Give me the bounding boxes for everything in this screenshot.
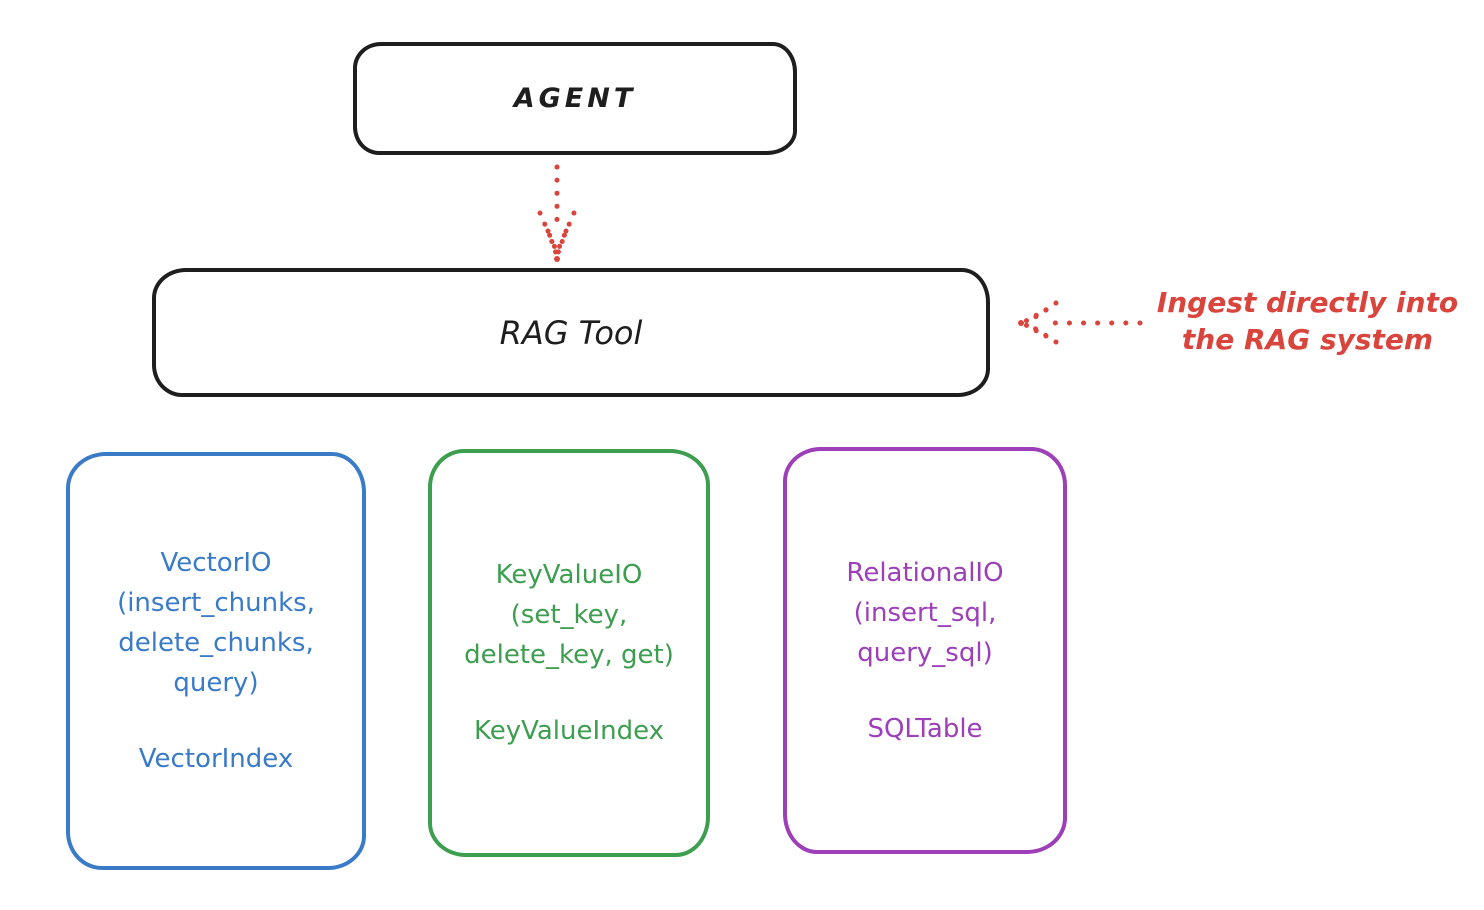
ingest-annotation: Ingest directly into the RAG system xyxy=(1156,286,1459,356)
relational-io-box: RelationalIO (insert_sql, query_sql) SQL… xyxy=(783,447,1067,854)
keyvalue-io-text: KeyValueIO (set_key, delete_key, get) xyxy=(464,560,674,670)
agent-to-rag-arrow xyxy=(537,164,577,262)
rag-tool-box: RAG Tool xyxy=(152,268,990,397)
vector-io-box: VectorIO (insert_chunks, delete_chunks, … xyxy=(66,452,366,870)
vector-index-label: VectorIndex xyxy=(138,744,294,774)
agent-label: AGENT xyxy=(513,83,637,114)
rag-tool-label: RAG Tool xyxy=(499,313,643,352)
vector-io-text: VectorIO (insert_chunks, delete_chunks, … xyxy=(117,548,315,698)
keyvalue-index-label: KeyValueIndex xyxy=(473,716,665,746)
relational-io-text: RelationalIO (insert_sql, query_sql) xyxy=(846,557,1004,668)
annotation-to-rag-arrow xyxy=(1018,300,1143,345)
agent-box: AGENT xyxy=(353,42,797,155)
keyvalue-io-box: KeyValueIO (set_key, delete_key, get) Ke… xyxy=(428,449,710,857)
sql-table-label: SQLTable xyxy=(867,713,983,744)
